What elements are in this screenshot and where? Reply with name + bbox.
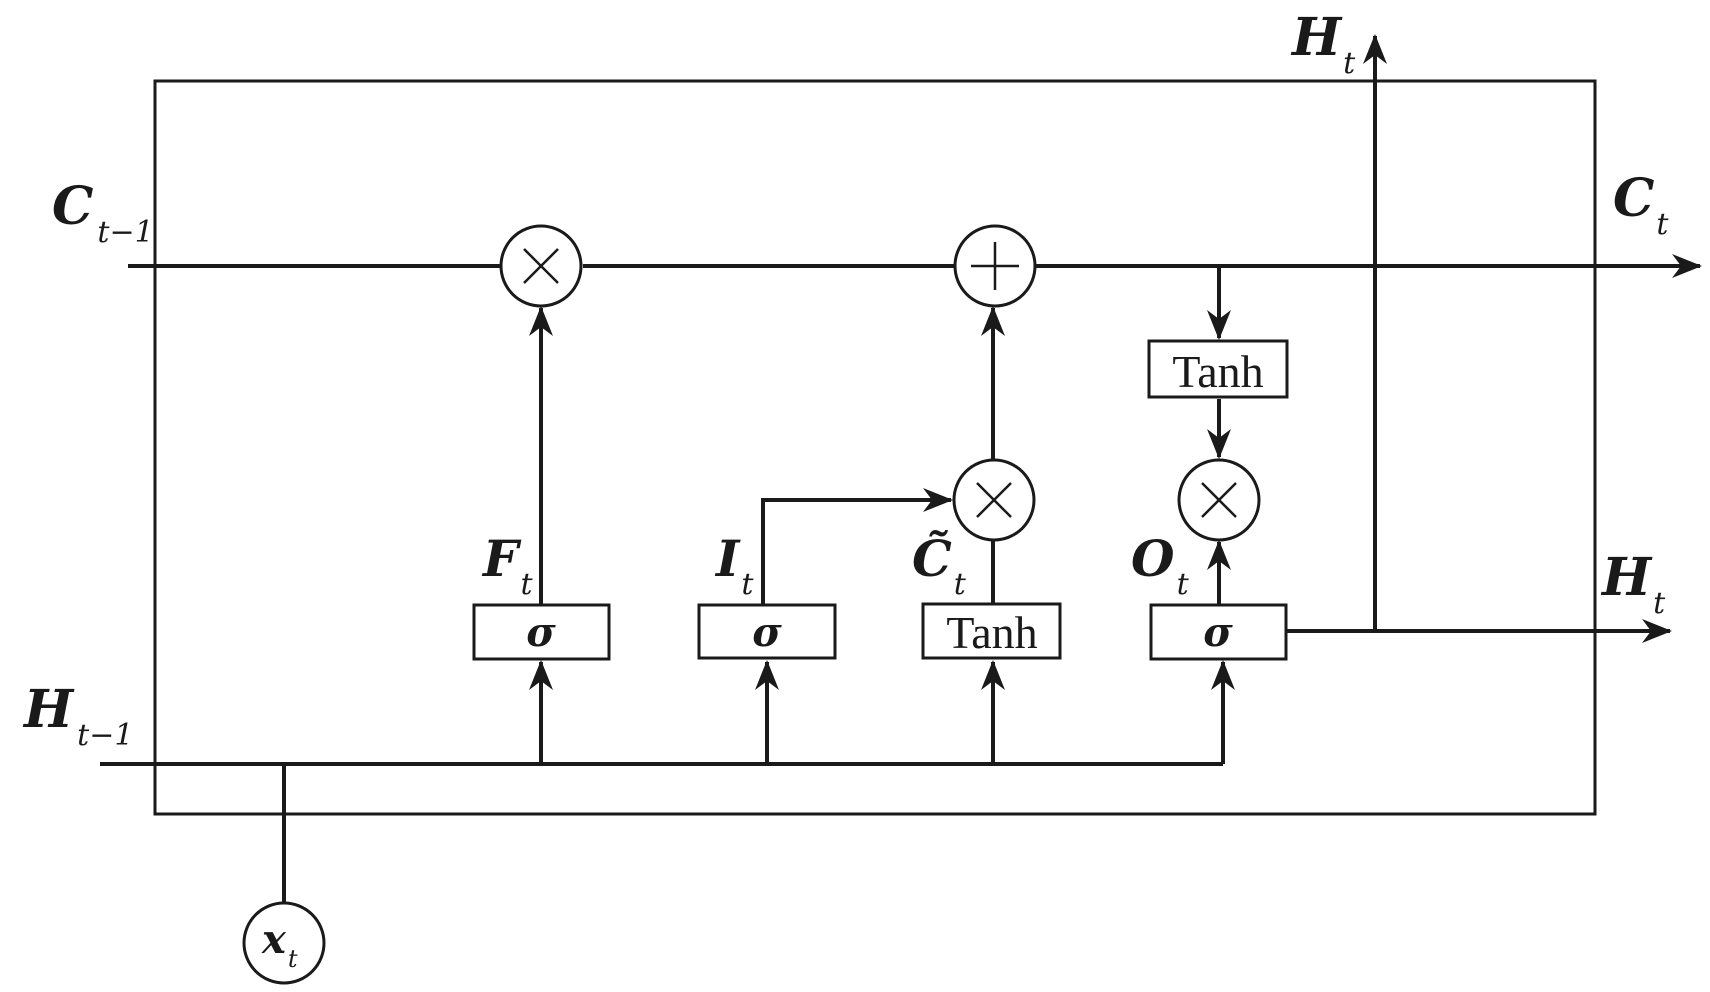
candidate-gate-symbol: C̃	[912, 529, 952, 588]
cell-boundary	[153, 79, 1597, 816]
c-output-label: Ct	[1613, 168, 1669, 242]
h-top-output-symbol: H	[1290, 7, 1343, 68]
c-output-subscript: t	[1656, 207, 1669, 242]
candidate-gate-activation: Tanh	[946, 607, 1037, 658]
forget-gate-activation: σ	[526, 609, 556, 656]
forget-multiply-node	[499, 224, 583, 308]
input-gate-subscript: t	[741, 567, 754, 602]
candidate-gate-box: Tanh	[921, 602, 1062, 660]
h-top-output-subscript: t	[1343, 46, 1356, 81]
multiply-icon	[1201, 482, 1237, 518]
forget-gate-box: σ	[472, 603, 611, 661]
h-top-output-label: Ht	[1290, 7, 1356, 81]
input-gate-box: σ	[697, 603, 837, 660]
c-output-symbol: C	[1613, 168, 1654, 229]
x-input-node	[242, 901, 326, 985]
forget-gate-label: Ft	[481, 529, 534, 602]
x-input-symbol: x	[261, 916, 287, 963]
forget-gate-subscript: t	[521, 567, 534, 602]
c-prev-subscript: t−1	[97, 215, 153, 250]
multiply-icon	[523, 248, 559, 284]
forget-gate-symbol: F	[481, 529, 522, 588]
cell-add-node	[953, 224, 1037, 308]
cell-tanh-box: Tanh	[1147, 339, 1289, 399]
output-gate-symbol: O	[1131, 529, 1175, 588]
input-to-multiply-arrow	[761, 488, 953, 605]
output-multiply-node	[1177, 458, 1261, 542]
output-gate-subscript: t	[1177, 567, 1190, 602]
h-right-output-symbol: H	[1600, 547, 1653, 608]
h-right-output-label: Ht	[1600, 547, 1666, 621]
h-prev-subscript: t−1	[77, 718, 133, 753]
input-multiply-node	[952, 458, 1036, 542]
x-input-label: xt	[261, 916, 298, 973]
cell-tanh-label: Tanh	[1172, 346, 1263, 397]
h-prev-symbol: H	[22, 679, 75, 740]
input-gate-symbol: I	[714, 529, 741, 588]
input-gate-activation: σ	[752, 609, 782, 656]
output-gate-label: Ot	[1131, 529, 1190, 602]
plus-icon	[971, 242, 1019, 290]
x-input-subscript: t	[288, 945, 298, 973]
candidate-gate-subscript: t	[954, 567, 967, 602]
h-right-output-subscript: t	[1653, 586, 1666, 621]
output-gate-activation: σ	[1203, 609, 1233, 656]
multiply-icon	[976, 482, 1012, 518]
output-gate-box: σ	[1149, 603, 1288, 661]
candidate-gate-label: C̃t	[912, 529, 967, 602]
input-gate-label: It	[714, 529, 754, 602]
c-prev-symbol: C	[52, 176, 93, 237]
